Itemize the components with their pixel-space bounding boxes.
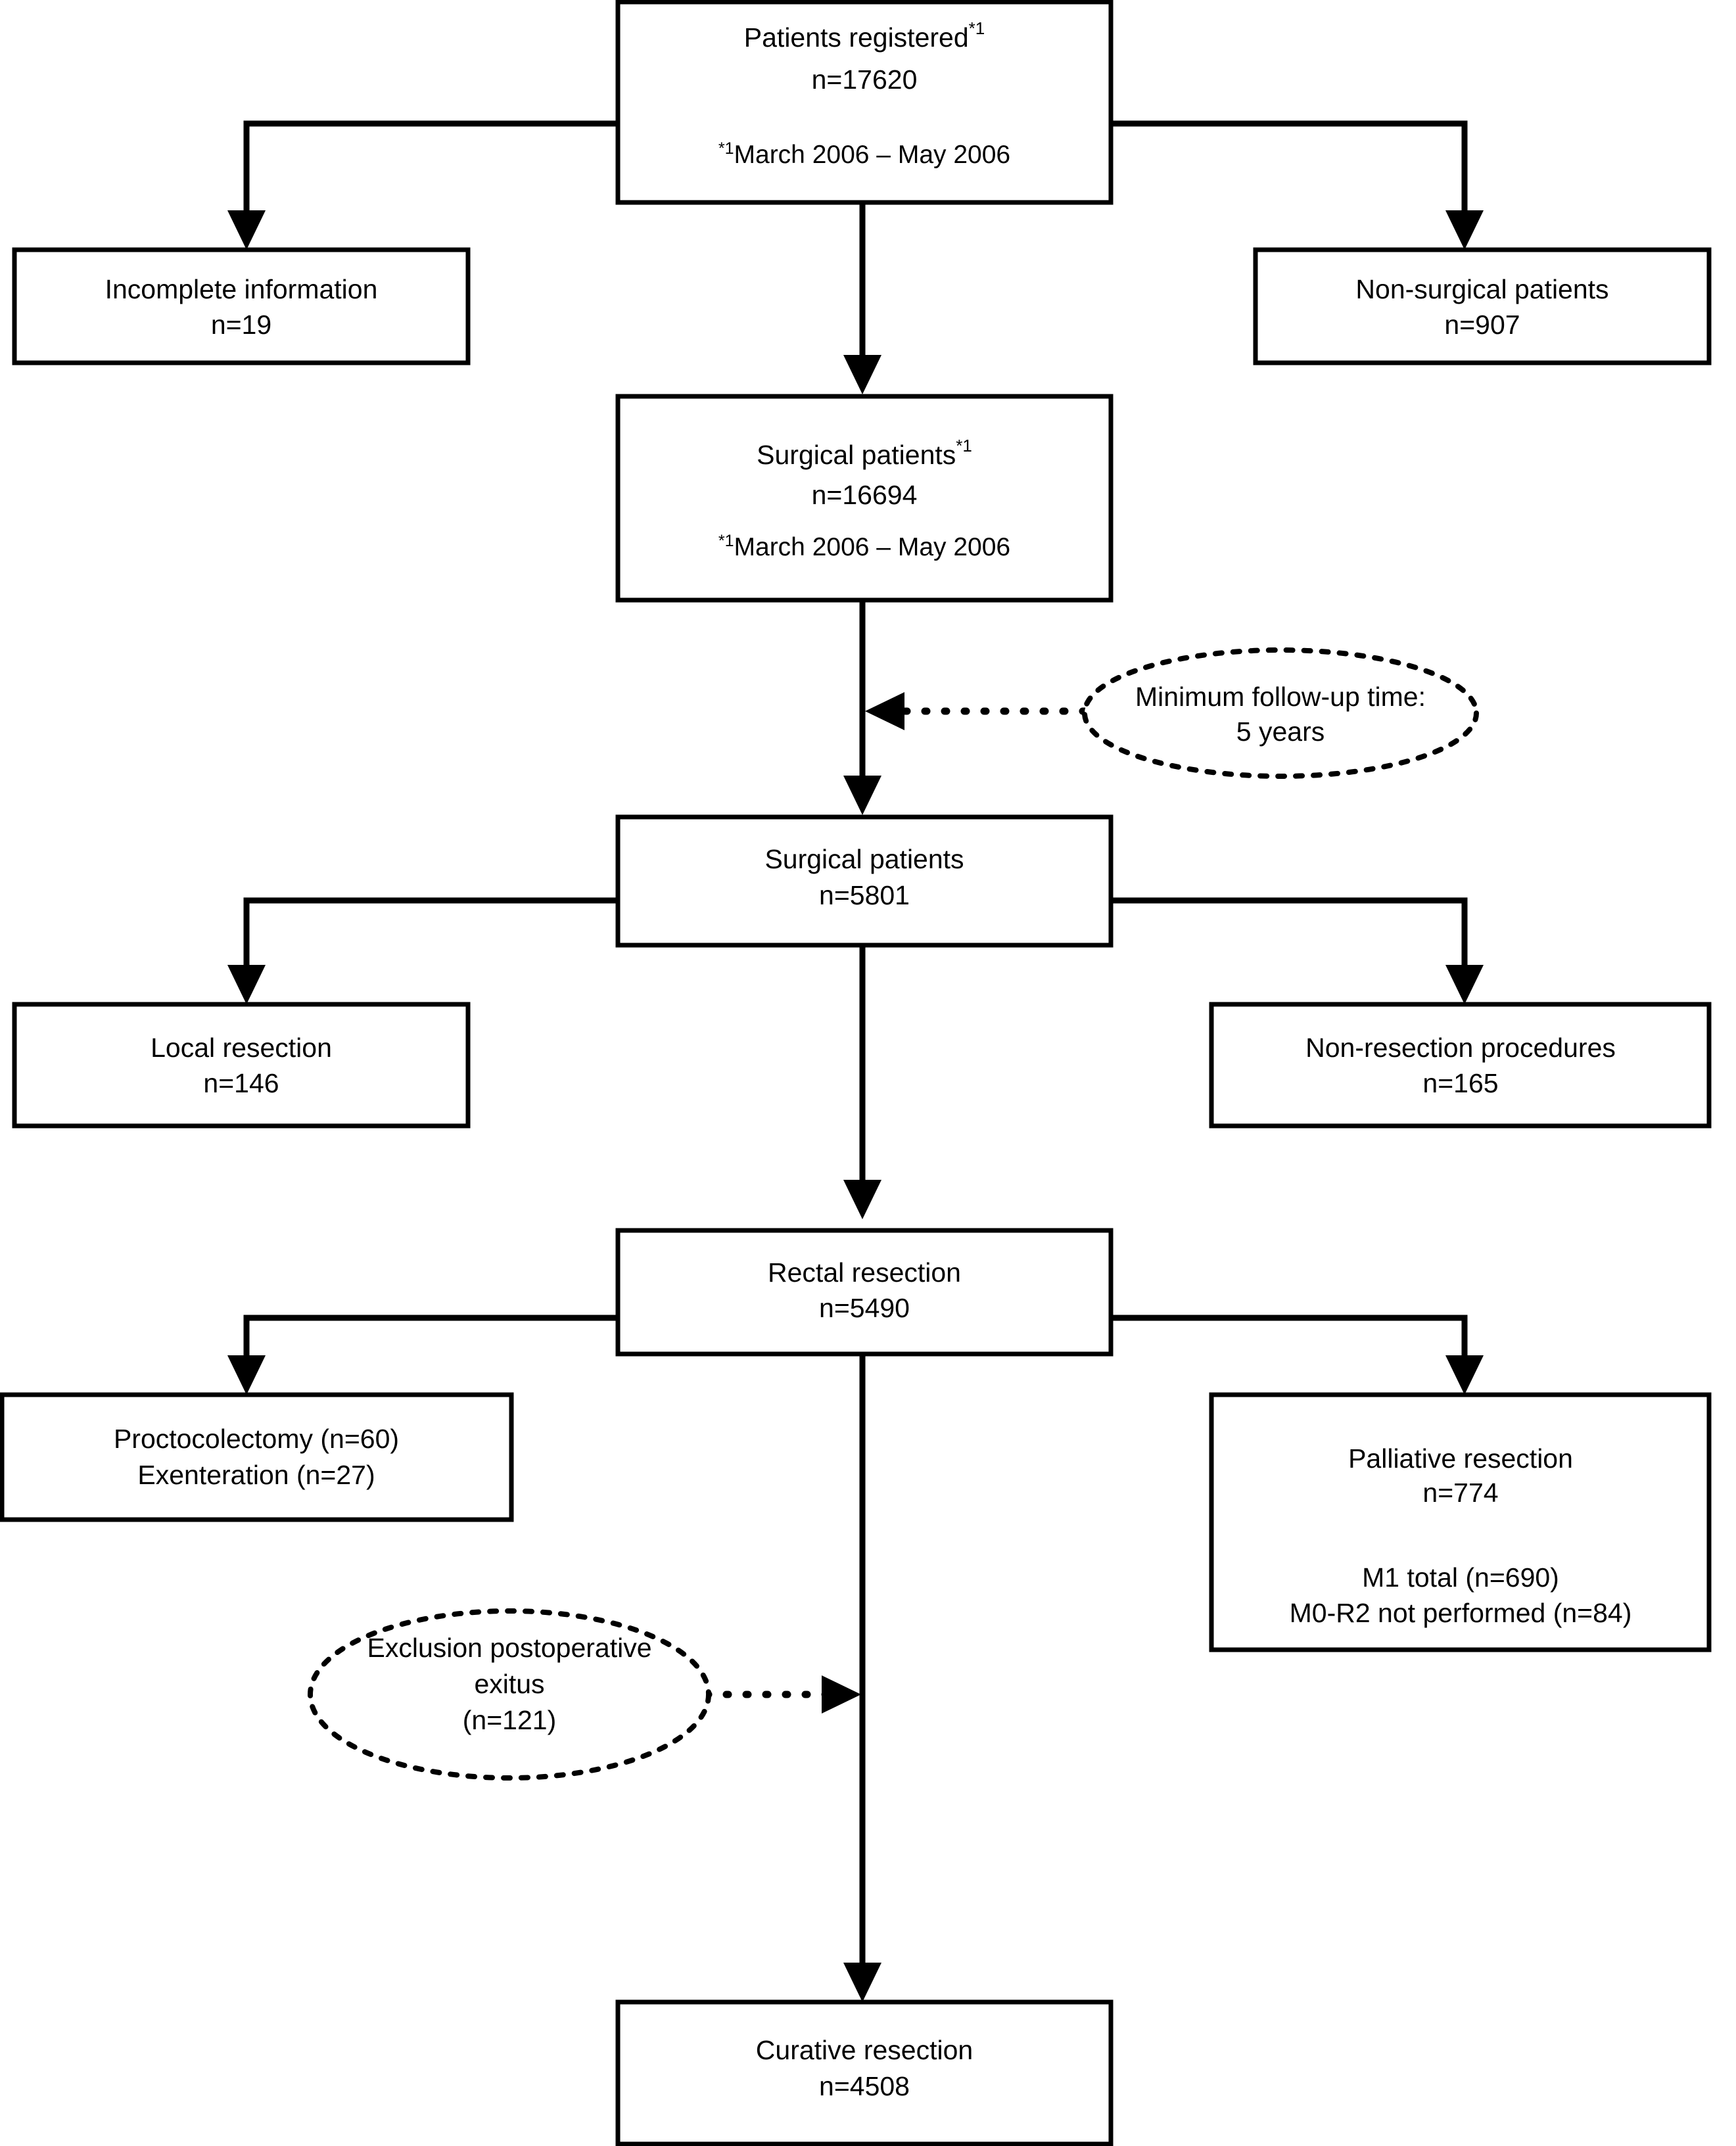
connector-registered-to-incomplete xyxy=(227,120,618,250)
non-resection-procedures-label: Non-resection procedures xyxy=(1305,1033,1616,1063)
surgical-patients-followed-label: Surgical patients xyxy=(764,844,964,874)
svg-text:*1March 2006 – May 2006: *1March 2006 – May 2006 xyxy=(718,139,1010,169)
node-non-surgical-patients: Non-surgical patients n=907 xyxy=(1253,247,1712,365)
svg-text:Patients registered*1: Patients registered*1 xyxy=(744,18,985,53)
proctocolectomy-line1: Proctocolectomy (n=60) xyxy=(114,1424,399,1454)
rectal-resection-label: Rectal resection xyxy=(768,1257,961,1288)
node-surgical-patients-all: Surgical patients*1 n=16694 *1March 2006… xyxy=(615,394,1114,603)
non-surgical-patients-label: Non-surgical patients xyxy=(1355,274,1608,304)
patients-registered-count: n=17620 xyxy=(812,64,918,95)
incomplete-information-count: n=19 xyxy=(211,310,271,340)
connector-registered-to-nonsurgical xyxy=(1111,120,1484,250)
exclusion-exitus-line2: exitus xyxy=(474,1669,544,1699)
non-resection-procedures-count: n=165 xyxy=(1422,1068,1498,1098)
patients-registered-footnote-text: March 2006 – May 2006 xyxy=(734,141,1011,169)
curative-resection-count: n=4508 xyxy=(819,2071,910,2101)
incomplete-information-label: Incomplete information xyxy=(105,274,378,304)
surgical-patients-followed-count: n=5801 xyxy=(819,880,910,910)
local-resection-count: n=146 xyxy=(203,1068,279,1098)
palliative-resection-detail1: M1 total (n=690) xyxy=(1362,1562,1559,1593)
patients-registered-footnote-sup: *1 xyxy=(718,139,734,158)
node-local-resection: Local resection n=146 xyxy=(12,1002,471,1129)
node-follow-up-note: Minimum follow-up time: 5 years xyxy=(1082,647,1479,779)
rectal-resection-count: n=5490 xyxy=(819,1293,910,1323)
patients-registered-label: Patients registered xyxy=(744,22,969,53)
node-surgical-patients-followed: Surgical patients n=5801 xyxy=(615,814,1114,948)
connector-rectal-to-curative xyxy=(843,1354,881,2002)
surgical-patients-all-footnote-mark: *1 xyxy=(956,436,972,455)
connector-surgical-to-followed xyxy=(843,599,881,815)
surgical-patients-all-footnote-sup: *1 xyxy=(718,532,734,550)
local-resection-label: Local resection xyxy=(151,1033,332,1063)
connector-followup-note xyxy=(865,692,1089,730)
palliative-resection-detail2: M0-R2 not performed (n=84) xyxy=(1290,1598,1632,1628)
node-patients-registered: Patients registered*1 n=17620 *1March 20… xyxy=(615,0,1114,205)
non-surgical-patients-count: n=907 xyxy=(1444,310,1520,340)
node-proctocolectomy-exenteration: Proctocolectomy (n=60) Exenteration (n=2… xyxy=(0,1392,514,1522)
patients-registered-footnote-mark: *1 xyxy=(969,18,985,38)
exclusion-exitus-line3: (n=121) xyxy=(463,1705,556,1735)
surgical-patients-all-footnote-text: March 2006 – May 2006 xyxy=(734,533,1011,561)
palliative-resection-count: n=774 xyxy=(1422,1478,1498,1508)
proctocolectomy-line2: Exenteration (n=27) xyxy=(137,1460,375,1490)
connector-registered-to-surgical xyxy=(843,202,881,394)
node-incomplete-information: Incomplete information n=19 xyxy=(12,247,471,365)
node-rectal-resection: Rectal resection n=5490 xyxy=(615,1228,1114,1357)
connector-followed-to-local xyxy=(227,897,618,1004)
node-non-resection-procedures: Non-resection procedures n=165 xyxy=(1209,1002,1712,1129)
connector-followed-to-nonresection xyxy=(1111,897,1484,1004)
node-curative-resection: Curative resection n=4508 xyxy=(615,1999,1114,2146)
surgical-patients-all-count: n=16694 xyxy=(812,480,918,510)
node-palliative-resection: Palliative resection n=774 M1 total (n=6… xyxy=(1209,1392,1712,1652)
curative-resection-label: Curative resection xyxy=(756,2035,973,2065)
palliative-resection-label: Palliative resection xyxy=(1348,1443,1573,1474)
connector-rectal-to-palliative xyxy=(1111,1315,1484,1395)
follow-up-note-line1: Minimum follow-up time: xyxy=(1135,682,1426,712)
connector-rectal-to-proctocolectomy xyxy=(227,1315,618,1395)
connector-exclusion-exitus xyxy=(703,1675,861,1714)
exclusion-exitus-line1: Exclusion postoperative xyxy=(367,1633,651,1663)
connector-followed-to-rectal xyxy=(843,945,881,1219)
follow-up-note-line2: 5 years xyxy=(1236,716,1325,747)
svg-text:Surgical patients*1: Surgical patients*1 xyxy=(757,436,972,470)
node-exclusion-exitus: Exclusion postoperative exitus (n=121) xyxy=(308,1608,711,1781)
svg-text:*1March 2006 – May 2006: *1March 2006 – May 2006 xyxy=(718,532,1010,561)
surgical-patients-all-label: Surgical patients xyxy=(757,440,956,470)
